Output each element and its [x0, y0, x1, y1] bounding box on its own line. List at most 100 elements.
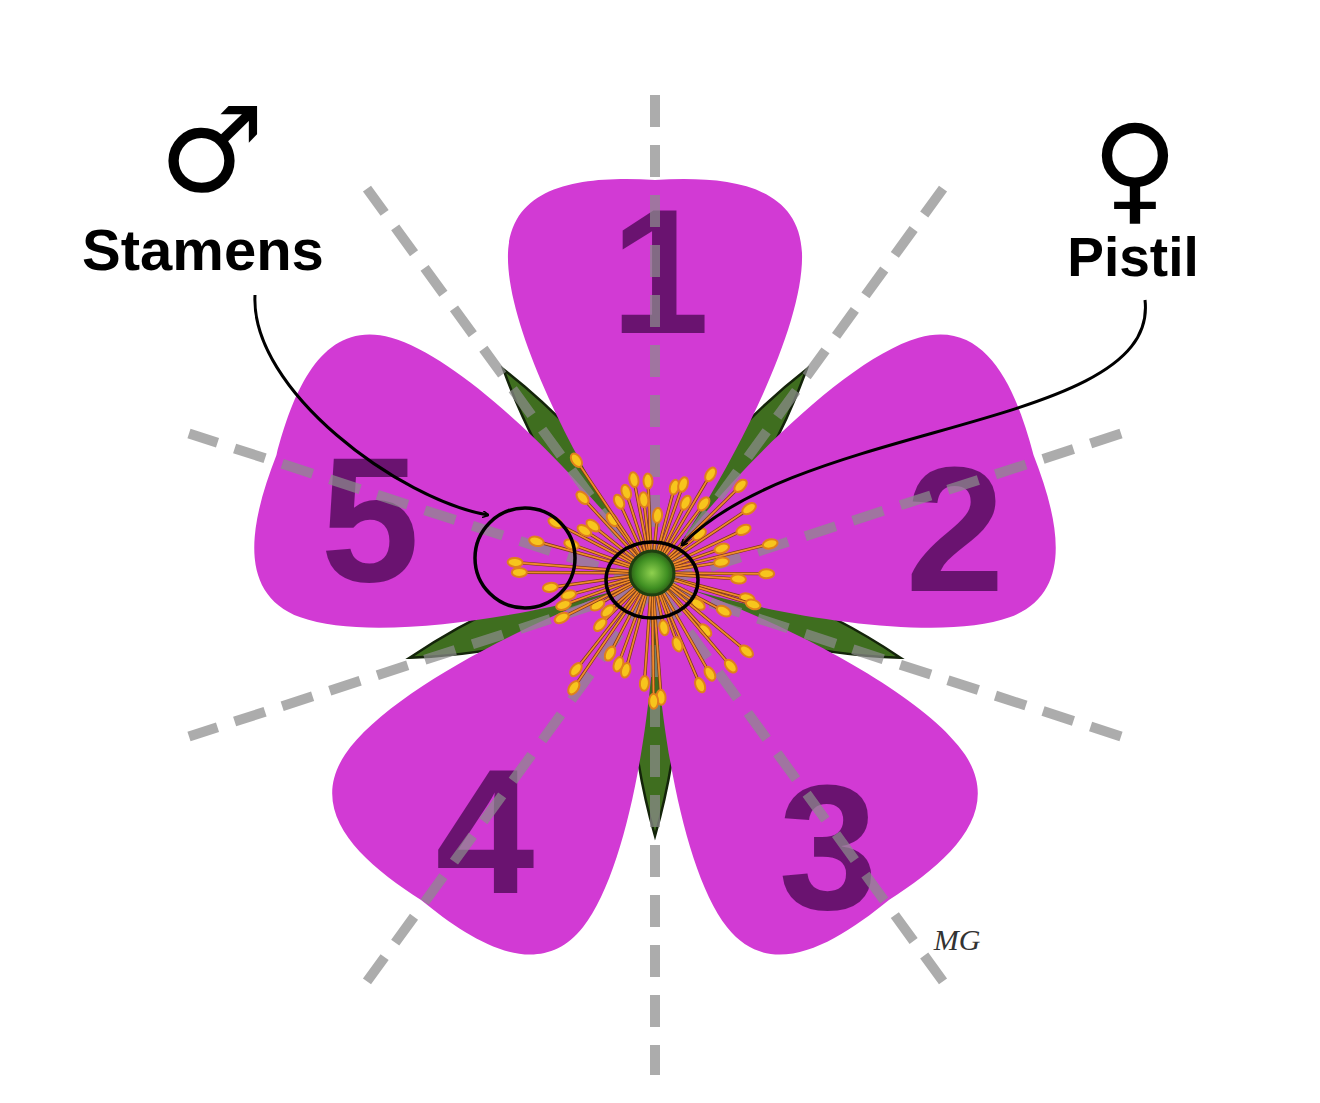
stamen [555, 576, 633, 612]
anther [759, 569, 774, 578]
filament-outline [648, 485, 651, 551]
stamen [589, 580, 636, 613]
anther [693, 676, 707, 693]
filament-outline [596, 528, 635, 559]
stamen [643, 473, 655, 551]
stamen [566, 589, 643, 697]
petal-number: 4 [436, 743, 535, 921]
filament-outline [659, 594, 676, 641]
stamen [666, 584, 755, 660]
filament-outline [663, 592, 708, 670]
filament-outline [645, 595, 651, 679]
anther [697, 622, 714, 639]
filament-outline [668, 489, 738, 558]
stamen [665, 477, 750, 560]
anther [619, 662, 632, 679]
text-label: MG [934, 925, 981, 955]
filament-outline [540, 542, 630, 567]
filament-outline [665, 507, 701, 555]
filament-outline [573, 579, 631, 594]
anther [713, 542, 730, 555]
filament [559, 525, 633, 563]
stamen [512, 568, 630, 578]
stamen [603, 590, 646, 662]
filament [672, 532, 740, 564]
symmetry-line [650, 95, 660, 1075]
filament [611, 587, 636, 608]
filament [579, 464, 640, 555]
anther [713, 557, 729, 568]
filament-outline [627, 594, 646, 666]
filament-outline [585, 501, 637, 557]
symmetry-line [367, 189, 943, 982]
filament [669, 537, 696, 559]
filament-outline [611, 587, 636, 608]
anther [560, 589, 577, 602]
anther [528, 535, 545, 548]
filament [668, 489, 738, 558]
text-label: Pistil [1067, 230, 1198, 285]
stamen [568, 588, 642, 679]
text-label: ♀ [1092, 109, 1178, 227]
filament [627, 594, 646, 666]
filament [661, 593, 699, 681]
anther [599, 603, 616, 620]
anther [735, 523, 752, 538]
petal-number: 3 [779, 759, 878, 937]
petal-number: 1 [611, 183, 710, 361]
filament-outline [673, 579, 743, 597]
filament [567, 580, 631, 603]
filament [670, 585, 694, 602]
stamen [672, 538, 778, 572]
filament-outline [661, 593, 699, 681]
filament [674, 563, 718, 570]
anther [507, 557, 523, 567]
filament-outline [567, 580, 631, 603]
stamen [620, 484, 650, 554]
anther [604, 511, 620, 528]
filament [601, 584, 633, 603]
petal-number: 5 [321, 431, 420, 609]
filament [576, 591, 640, 684]
anther [696, 495, 712, 512]
anther [740, 501, 757, 517]
filament [673, 580, 749, 604]
stamen [542, 572, 631, 593]
filament-outline [621, 505, 643, 553]
filament [671, 583, 720, 609]
stamen [674, 570, 747, 584]
anther [589, 597, 606, 612]
filament [615, 523, 639, 556]
anther [639, 676, 649, 692]
stamen [672, 575, 762, 611]
filament [519, 563, 630, 572]
stamen [584, 517, 637, 562]
stamen [568, 452, 643, 558]
filament-outline [603, 589, 636, 622]
filament [673, 545, 766, 568]
filament-outline [654, 595, 661, 693]
filament [674, 572, 763, 574]
filament [612, 593, 642, 651]
filament-outline [672, 532, 740, 564]
filament [674, 575, 735, 579]
filament-outline [601, 584, 633, 603]
stamen [612, 592, 649, 673]
anther [678, 494, 693, 511]
filament-outline [674, 563, 718, 570]
filament [661, 506, 683, 553]
filament-outline [674, 572, 763, 576]
stamen [592, 585, 640, 633]
anther [738, 643, 755, 660]
anther [576, 523, 593, 539]
stamen [650, 508, 663, 552]
stamen [655, 592, 684, 653]
filament [621, 505, 643, 553]
filament [603, 589, 636, 622]
pistil-callout-circle [606, 542, 698, 618]
anther [671, 636, 685, 653]
anther [612, 493, 626, 510]
anther [555, 598, 572, 612]
filament-outline [575, 546, 631, 566]
